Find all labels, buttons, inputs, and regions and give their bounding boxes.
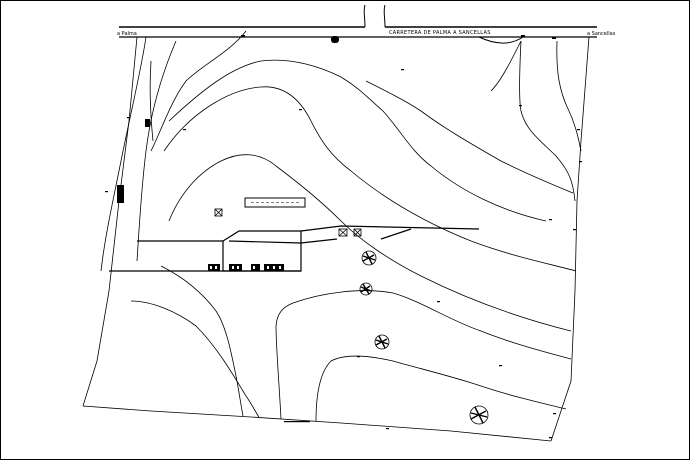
tree-symbol [361,250,377,266]
tree-symbol [469,405,489,425]
contour-lines [100,30,582,422]
road [119,4,597,44]
left-direction-label: a Palma [117,31,137,37]
markers [214,208,362,237]
tree-symbol [374,334,390,350]
trees [359,250,489,425]
structures [109,197,480,272]
right-direction-label: a Sancellas [587,31,616,37]
property-boundary [82,36,590,442]
tree-symbol [359,282,373,296]
contour-ticks [105,35,582,439]
road-name-label: CARRETERA DE PALMA A SANCELLAS [389,30,491,36]
